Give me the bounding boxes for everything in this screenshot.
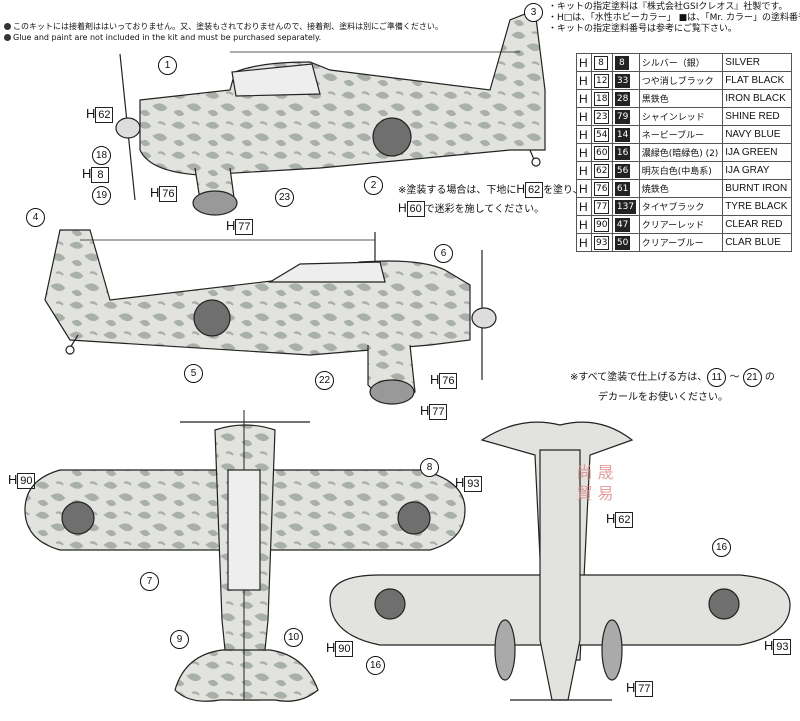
callout-22: 22 [315,371,334,390]
hinomaru [61,501,95,535]
spinner [471,307,497,329]
main-wheel [601,619,623,681]
h-code: 23 [591,107,613,126]
callout-1: 1 [158,56,177,75]
h-code: 18 [591,89,613,108]
canopy [227,469,261,591]
callout-5: 5 [184,364,203,383]
callout-16-left: 16 [366,656,385,675]
h-code: 12 [591,71,613,90]
callout-23: 23 [275,188,294,207]
callout-8: 8 [420,458,439,477]
canopy [231,63,321,97]
h-prefix: H [576,125,592,144]
paint-name-en: CLAR BLUE [722,233,792,252]
hinomaru [374,588,406,620]
callout-7: 7 [140,572,159,591]
tailwheel [531,157,541,167]
callout-10: 10 [284,628,303,647]
h-code: 76 [591,179,613,198]
bottom-view [329,421,791,701]
fuselage [139,9,546,176]
watermark-stamp: 尚晟 貿易 [576,463,614,503]
tailplane [174,649,319,702]
canopy [267,261,386,283]
bullet-icon [4,23,11,30]
bullet-icon [4,34,11,41]
glue-note-jp: このキットには接着剤ははいっておりません。又、塗装もされておりませんので、接着剤… [4,22,443,32]
callout-19: 19 [92,186,111,205]
side-view-right [44,229,497,405]
hinomaru [708,588,740,620]
tire [369,379,415,405]
side-view-left [115,9,546,216]
callout-6: 6 [434,244,453,263]
main-wheel [494,619,516,681]
h-code: 93 [591,233,613,252]
hinomaru [193,299,231,337]
mr-code: 79 [611,107,640,126]
mr-code: 56 [611,161,640,180]
glue-note-en: Glue and paint are not included in the k… [4,33,321,43]
mr-code: 47 [611,215,640,234]
paint-info: ・キットの指定塗料は『株式会社GSIクレオス』社製です。 ・H□は、「水性ホビー… [548,2,800,34]
h-prefix: H [576,179,592,198]
hinomaru [372,117,412,157]
h-code: 77 [591,197,613,216]
tailwheel [65,345,75,355]
mr-code: 137 [611,197,640,216]
mr-code: 28 [611,89,640,108]
decal-note-line2: デカールをお使いください。 [598,392,728,403]
h-prefix: H [576,233,592,252]
spinner [115,117,141,139]
callout-4: 4 [26,208,45,227]
callout-18: 18 [92,146,111,165]
callout-9: 9 [170,630,189,649]
callout-3: 3 [524,3,543,22]
top-view [24,410,466,702]
decal-note-line1: ※すべて塗装で仕上げる方は、11 ～ 21 の [570,368,775,387]
tire [192,190,238,216]
hinomaru [397,501,431,535]
callout-2: 2 [364,176,383,195]
fuselage [44,229,471,356]
callout-16-right: 16 [712,538,731,557]
h-code: 60 [591,143,613,162]
